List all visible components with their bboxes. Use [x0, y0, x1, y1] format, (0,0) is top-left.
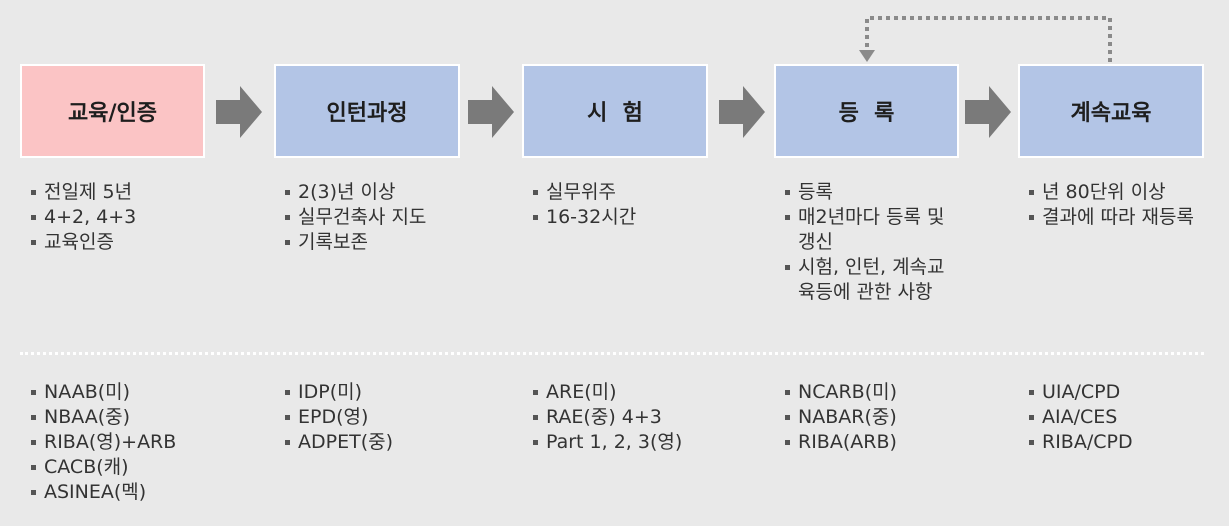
program-item: AIA/CES	[1028, 405, 1208, 430]
program-item: RIBA/CPD	[1028, 430, 1208, 455]
flow-arrow-icon	[216, 86, 262, 138]
detail-item: 4+2, 4+3	[30, 205, 230, 230]
programs-continuing-education: UIA/CPD AIA/CES RIBA/CPD	[1028, 380, 1208, 455]
detail-item: 16-32시간	[532, 205, 732, 230]
program-item: ARE(미)	[532, 380, 752, 405]
detail-item: 결과에 따라 재등록	[1028, 205, 1198, 230]
stage-continuing-education: 계속교육	[1018, 64, 1204, 158]
stage-registration: 등 록	[774, 64, 959, 158]
program-item: ADPET(중)	[284, 430, 484, 455]
details-education: 전일제 5년 4+2, 4+3 교육인증	[30, 180, 230, 255]
stage-label: 등 록	[838, 101, 895, 126]
program-item: NABAR(중)	[784, 405, 984, 430]
program-item: IDP(미)	[284, 380, 484, 405]
detail-item: 기록보존	[284, 230, 484, 255]
programs-exam: ARE(미) RAE(중) 4+3 Part 1, 2, 3(영)	[532, 380, 752, 455]
program-item: NBAA(중)	[30, 405, 250, 430]
detail-item: 2(3)년 이상	[284, 180, 484, 205]
detail-item: 전일제 5년	[30, 180, 230, 205]
program-item: ASINEA(멕)	[30, 480, 250, 505]
flow-arrow-icon	[468, 86, 514, 138]
details-internship: 2(3)년 이상 실무건축사 지도 기록보존	[284, 180, 484, 255]
stage-label: 시 험	[587, 101, 643, 126]
program-item: RAE(중) 4+3	[532, 405, 752, 430]
program-item: Part 1, 2, 3(영)	[532, 430, 752, 455]
detail-item: 교육인증	[30, 230, 230, 255]
programs-internship: IDP(미) EPD(영) ADPET(중)	[284, 380, 484, 455]
program-item: RIBA(ARB)	[784, 430, 984, 455]
programs-education: NAAB(미) NBAA(중) RIBA(영)+ARB CACB(캐) ASIN…	[30, 380, 250, 505]
stage-label: 계속교육	[1070, 101, 1152, 126]
stage-internship: 인턴과정	[274, 64, 460, 158]
feedback-loop-arrow	[859, 16, 1112, 62]
stage-label: 교육/인증	[68, 101, 157, 126]
section-divider	[20, 352, 1204, 355]
detail-item: 매2년마다 등록 및 갱신	[784, 205, 954, 255]
stage-exam: 시 험	[522, 64, 708, 158]
details-registration: 등록 매2년마다 등록 및 갱신 시험, 인턴, 계속교육등에 관한 사항	[784, 180, 954, 305]
flow-arrow-icon	[719, 86, 765, 138]
detail-item: 등록	[784, 180, 954, 205]
program-item: NAAB(미)	[30, 380, 250, 405]
detail-item: 실무위주	[532, 180, 732, 205]
program-item: NCARB(미)	[784, 380, 984, 405]
stage-education: 교육/인증	[20, 64, 205, 158]
details-exam: 실무위주 16-32시간	[532, 180, 732, 230]
stage-label: 인턴과정	[326, 101, 408, 126]
program-item: CACB(캐)	[30, 455, 250, 480]
flow-arrow-icon	[965, 86, 1011, 138]
details-continuing-education: 년 80단위 이상 결과에 따라 재등록	[1028, 180, 1198, 230]
program-item: UIA/CPD	[1028, 380, 1208, 405]
program-item: RIBA(영)+ARB	[30, 430, 250, 455]
detail-item: 년 80단위 이상	[1028, 180, 1198, 205]
detail-item: 시험, 인턴, 계속교육등에 관한 사항	[784, 255, 954, 305]
program-item: EPD(영)	[284, 405, 484, 430]
programs-registration: NCARB(미) NABAR(중) RIBA(ARB)	[784, 380, 984, 455]
detail-item: 실무건축사 지도	[284, 205, 484, 230]
